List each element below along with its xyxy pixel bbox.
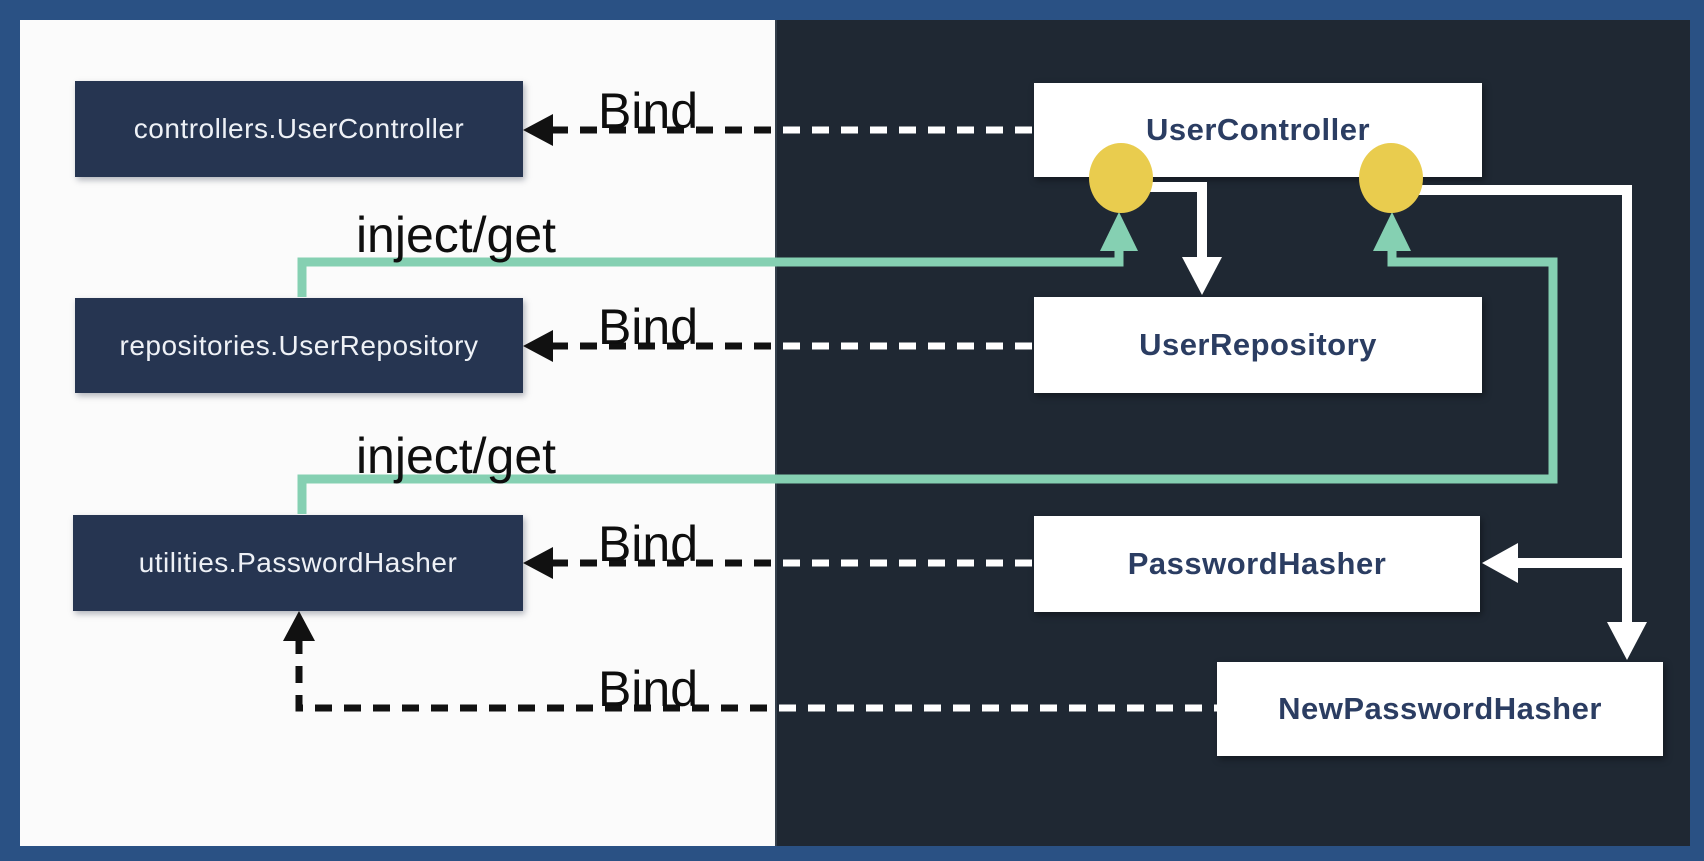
- class-label: UserController: [1145, 112, 1371, 147]
- class-label: UserRepository: [1139, 327, 1377, 362]
- edge-label-inject-get-2: inject/get: [355, 428, 557, 484]
- binding-key-box-utilities-passwordhasher: utilities.PasswordHasher: [73, 515, 523, 611]
- arrowhead-left-bind-3: [523, 547, 553, 579]
- edge-label-bind-3: Bind: [597, 516, 699, 572]
- binding-key-box-repositories-userrepository: repositories.UserRepository: [75, 298, 523, 393]
- edge-label-bind-2: Bind: [597, 299, 699, 355]
- arrowhead-down-userrepository: [1182, 257, 1222, 295]
- panel-divider: [775, 20, 777, 846]
- arrowhead-left-passwordhasher: [1482, 543, 1518, 583]
- arrowhead-up-inject-left-port: [1100, 212, 1138, 251]
- class-box-userrepository: UserRepository: [1034, 297, 1482, 393]
- dependency-port-circle-left: [1089, 143, 1153, 213]
- binding-key-label: controllers.UserController: [133, 113, 465, 144]
- edge-label-inject-get-1: inject/get: [355, 207, 557, 263]
- binding-key-label: utilities.PasswordHasher: [138, 547, 458, 578]
- class-box-passwordhasher: PasswordHasher: [1034, 516, 1480, 612]
- bind-line-newpasswordhasher-dark: [777, 704, 1217, 712]
- inject-get-line-passwordhasher: [297, 251, 1558, 514]
- class-label: PasswordHasher: [1127, 546, 1387, 581]
- bind-line-newpasswordhasher-light: [295, 637, 777, 712]
- class-label: NewPasswordHasher: [1278, 691, 1602, 726]
- arrowhead-left-bind-2: [523, 330, 553, 362]
- connector-usercontroller-to-newpasswordhasher: [1400, 185, 1632, 625]
- edge-label-bind-4: Bind: [597, 661, 699, 717]
- binding-key-label: repositories.UserRepository: [119, 329, 479, 361]
- dependency-port-circle-right: [1359, 143, 1423, 213]
- inject-get-line-userrepository: [297, 251, 1124, 297]
- arrowhead-up-inject-right-port: [1373, 212, 1411, 251]
- arrowhead-down-newpasswordhasher: [1607, 622, 1647, 660]
- class-box-newpasswordhasher: NewPasswordHasher: [1217, 662, 1663, 756]
- arrowhead-left-bind-1: [523, 114, 553, 146]
- edge-label-bind-1: Bind: [597, 83, 699, 139]
- binding-key-box-controllers-usercontroller: controllers.UserController: [75, 81, 523, 177]
- arrowhead-up-bind-4: [283, 611, 315, 641]
